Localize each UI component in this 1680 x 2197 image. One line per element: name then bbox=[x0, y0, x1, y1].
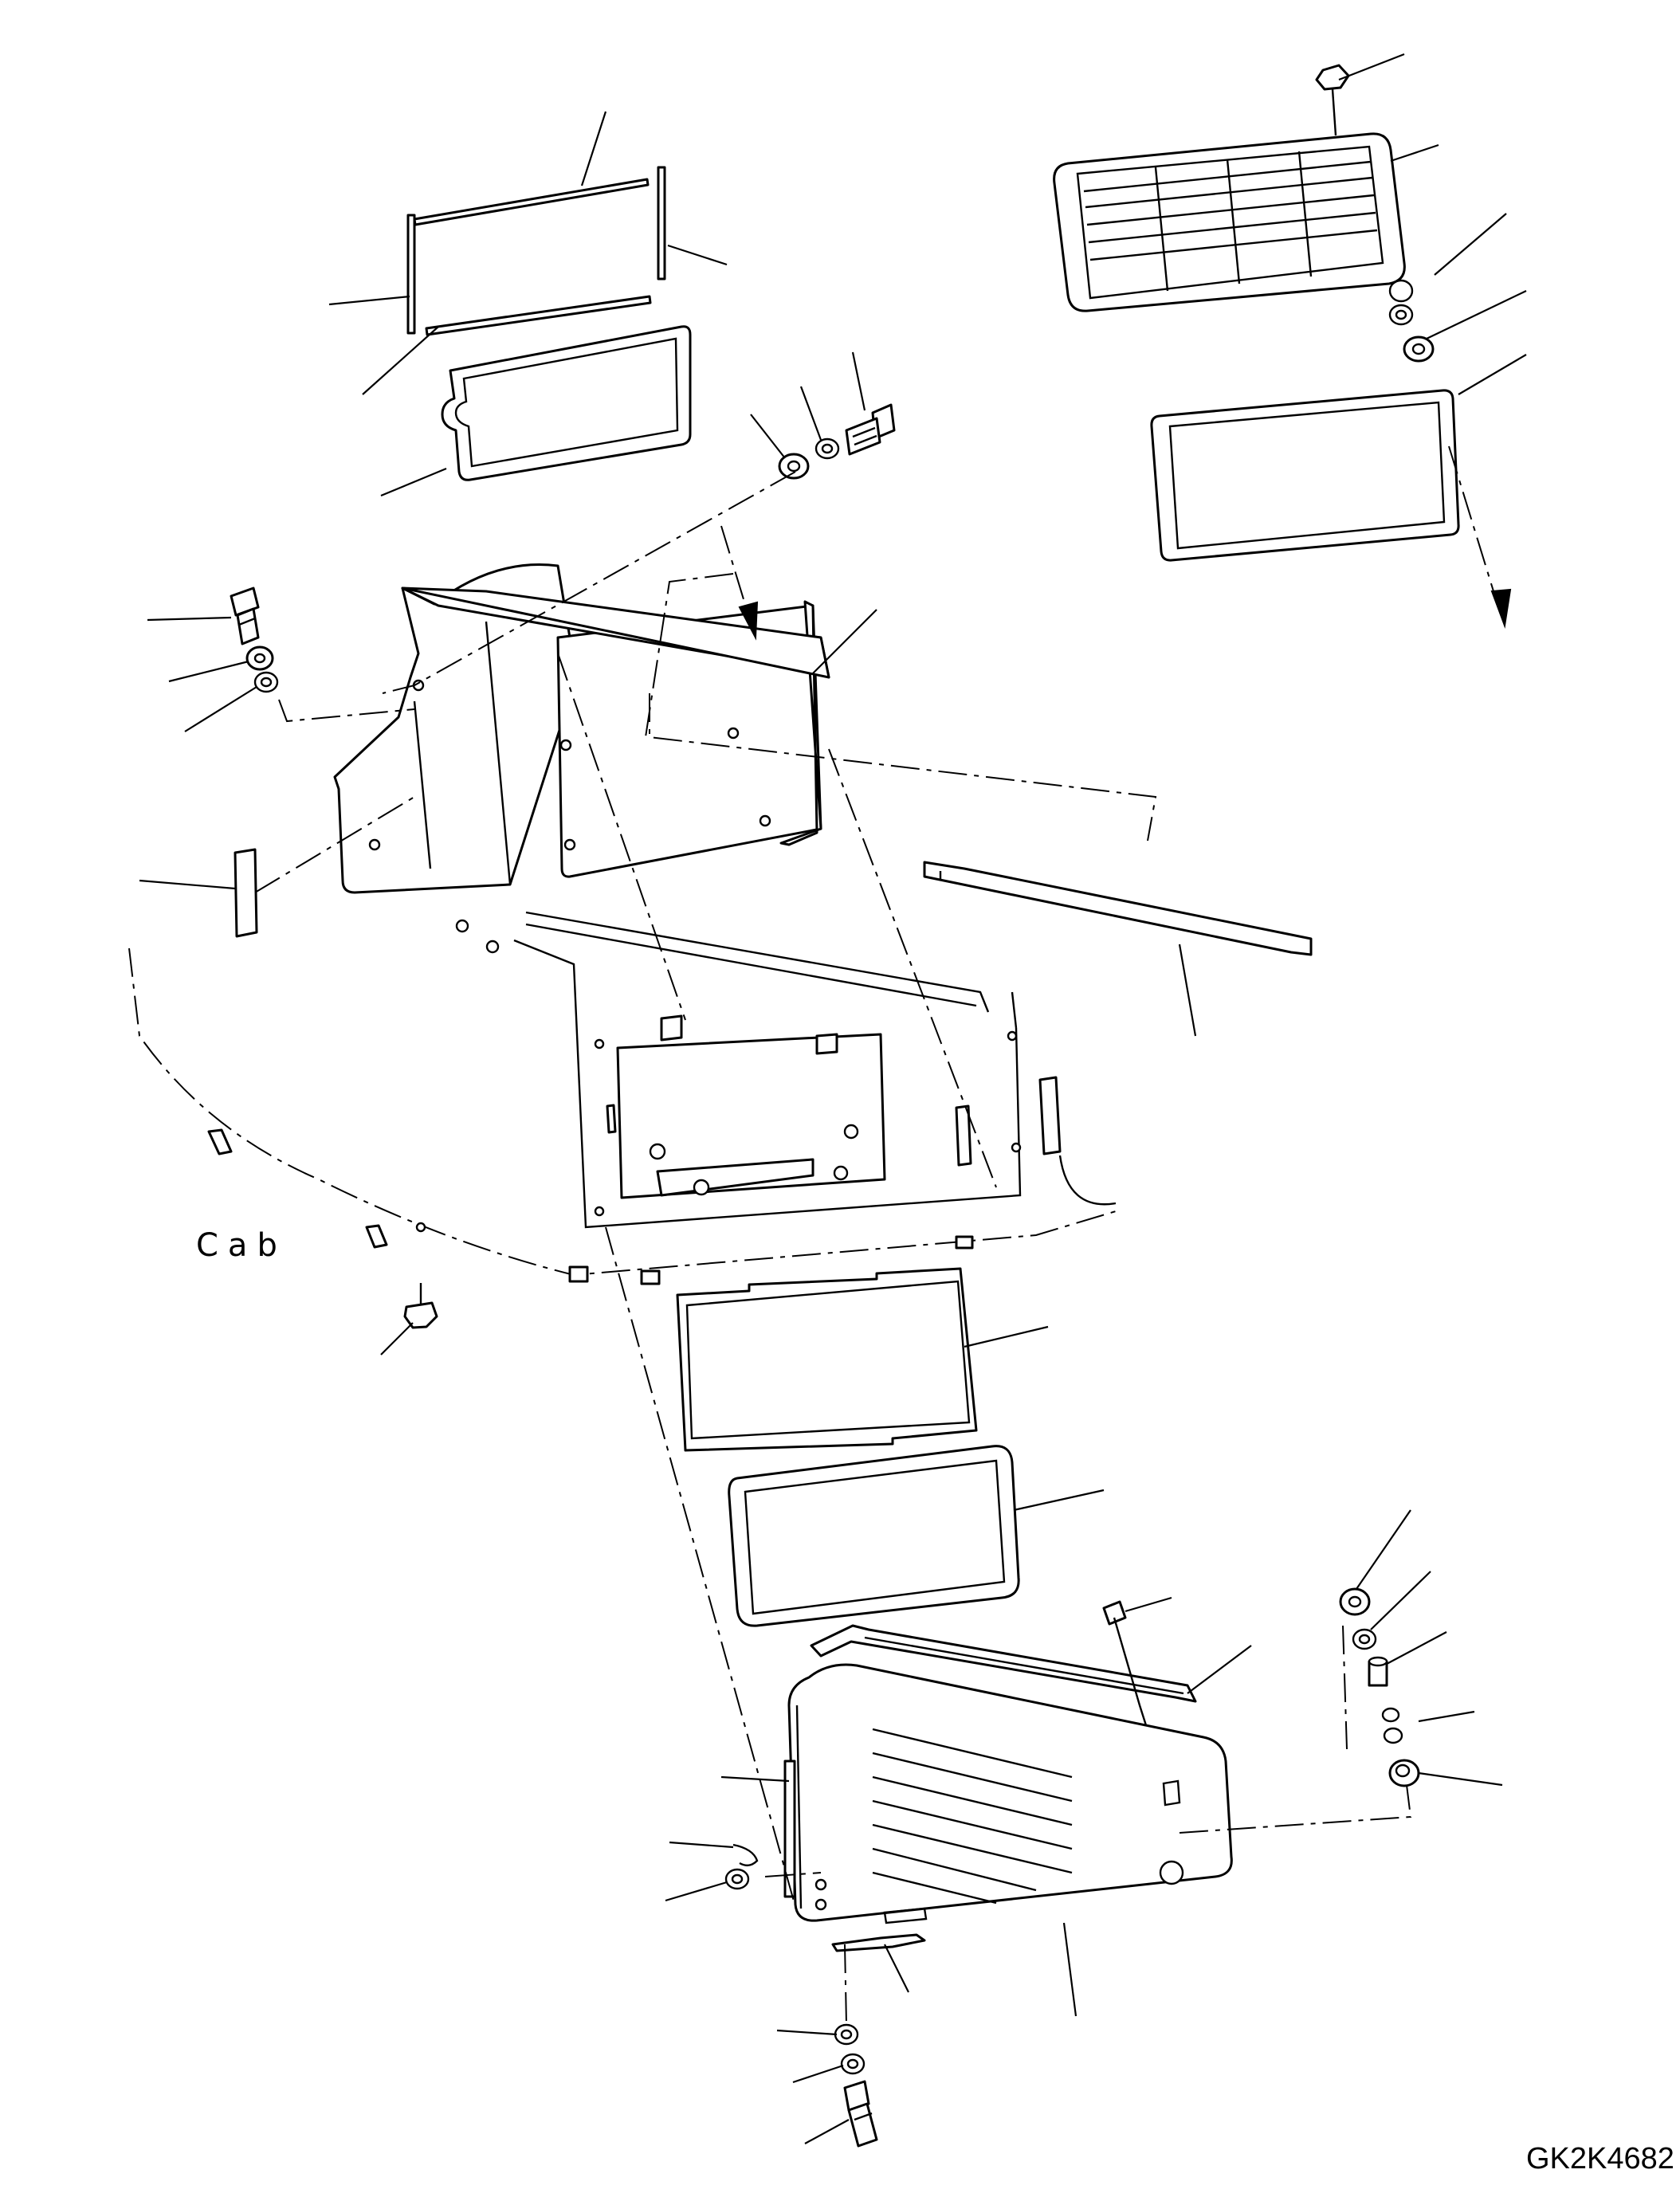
pin-bottom-left bbox=[732, 1843, 759, 1867]
side-cover-panel bbox=[783, 1663, 1233, 1924]
seal-strip-long bbox=[923, 861, 1313, 956]
cab-floor-panel bbox=[128, 911, 1117, 1285]
washer-bottom-2 bbox=[840, 2053, 866, 2075]
bolt-left bbox=[230, 587, 260, 645]
drawing-id: GK2K4682 bbox=[1526, 2142, 1674, 2175]
washer-top-right bbox=[1388, 279, 1414, 326]
washer-left bbox=[253, 671, 279, 693]
bolt-bottom bbox=[843, 2080, 878, 2148]
latch-handle bbox=[831, 1933, 926, 1952]
seal-strip-bottom bbox=[810, 1624, 1197, 1703]
leader-lines bbox=[139, 53, 1527, 2144]
knob-bottom-right bbox=[1388, 1759, 1420, 1787]
cab-label: Cab bbox=[196, 1227, 287, 1264]
filter-frame-inner bbox=[728, 1445, 1020, 1627]
filter-frame-outer bbox=[676, 1267, 978, 1452]
direction-arrow-top-right bbox=[1448, 445, 1512, 629]
spacer-bottom-right bbox=[1368, 1656, 1388, 1687]
nut-top-right bbox=[1403, 335, 1435, 363]
washer-bottom-1 bbox=[834, 2023, 859, 2046]
grommet-bottom-right bbox=[1381, 1707, 1403, 1744]
washer-bottom-left-1 bbox=[724, 1868, 750, 1890]
nut-left bbox=[245, 645, 274, 671]
air-filter-top-right bbox=[1150, 389, 1460, 562]
direction-arrow-center bbox=[720, 525, 759, 641]
nut-bottom-right bbox=[1339, 1587, 1371, 1616]
louvered-grille bbox=[1053, 132, 1406, 312]
nut-top-center bbox=[778, 453, 810, 480]
washer-bottom-right bbox=[1352, 1628, 1377, 1650]
bolt-top-center bbox=[845, 403, 896, 456]
gasket-frame bbox=[441, 325, 692, 481]
seal-strip-group bbox=[406, 166, 666, 336]
bolt-top-right bbox=[1315, 64, 1350, 136]
assembly-lines bbox=[254, 471, 1412, 2025]
decal-plate-left bbox=[234, 848, 258, 938]
clip-fastener bbox=[403, 1222, 438, 1329]
washer-top-center bbox=[814, 437, 840, 460]
